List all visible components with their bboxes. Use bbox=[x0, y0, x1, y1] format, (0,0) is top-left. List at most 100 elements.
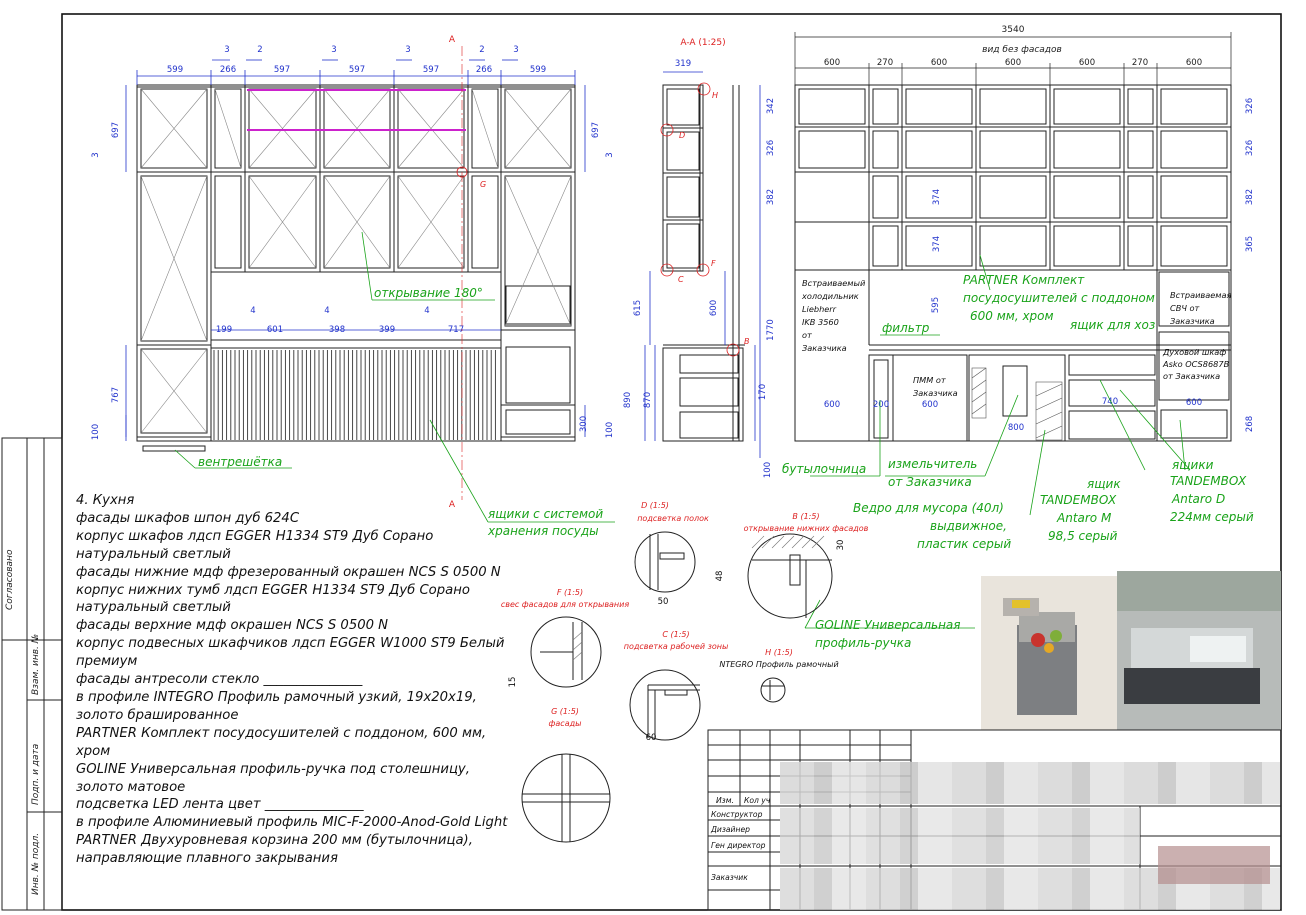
svg-text:Кол уч: Кол уч bbox=[744, 796, 771, 805]
opening-diagonals bbox=[140, 88, 572, 434]
svg-text:от Заказчика: от Заказчика bbox=[1163, 371, 1220, 381]
svg-text:Встраиваемая: Встраиваемая bbox=[1170, 290, 1231, 300]
section-title: A-A (1:25) bbox=[680, 38, 725, 48]
svg-text:C (1:5): C (1:5) bbox=[662, 630, 689, 639]
note-line: направляющие плавного закрывания bbox=[76, 851, 338, 867]
svg-text:399: 399 bbox=[379, 325, 395, 335]
label-partner-2: посудосушителей с поддоном bbox=[963, 291, 1155, 305]
svg-text:599: 599 bbox=[167, 65, 183, 75]
label-tandem-d-2: TANDEMBOX bbox=[1170, 474, 1247, 488]
photo-drawer bbox=[1117, 571, 1281, 730]
svg-text:3: 3 bbox=[513, 45, 518, 55]
svg-text:382: 382 bbox=[766, 189, 776, 205]
redacted-logo bbox=[1158, 846, 1270, 884]
svg-text:IKB 3560: IKB 3560 bbox=[802, 317, 839, 327]
svg-text:100: 100 bbox=[605, 422, 615, 438]
svg-text:3: 3 bbox=[91, 152, 101, 157]
svg-text:597: 597 bbox=[423, 65, 439, 75]
svg-text:597: 597 bbox=[274, 65, 290, 75]
svg-text:1770: 1770 bbox=[766, 319, 776, 341]
svg-text:48: 48 bbox=[715, 571, 725, 582]
svg-text:600: 600 bbox=[1186, 58, 1202, 68]
svg-text:ПММ от: ПММ от bbox=[913, 375, 946, 385]
sidebar-agreed: Согласовано bbox=[5, 549, 15, 610]
section-marks: H D G C F B bbox=[480, 91, 750, 346]
svg-text:Asko OCS8687B: Asko OCS8687B bbox=[1162, 359, 1230, 369]
svg-text:свес фасадов для открывания: свес фасадов для открывания bbox=[501, 600, 630, 609]
svg-text:266: 266 bbox=[476, 65, 492, 75]
sidebar-sign: Подп. и дата bbox=[31, 744, 41, 805]
detail-captions: D (1:5) подсветка полок B (1:5) открыван… bbox=[501, 501, 869, 728]
svg-text:326: 326 bbox=[1245, 98, 1255, 114]
rv-col-dims: 600 270 600 600 600 270 600 bbox=[824, 58, 1202, 68]
svg-text:170: 170 bbox=[758, 384, 768, 400]
svg-text:открывание нижних фасадов: открывание нижних фасадов bbox=[744, 524, 869, 533]
svg-text:подсветка рабочей зоны: подсветка рабочей зоны bbox=[624, 642, 729, 651]
label-drawers-1: ящики с системой bbox=[488, 507, 603, 521]
svg-text:767: 767 bbox=[111, 387, 121, 403]
note-line: фасады антресоли стекло _______________ bbox=[76, 672, 363, 688]
svg-text:C: C bbox=[678, 275, 684, 284]
svg-text:Liebherr: Liebherr bbox=[802, 304, 837, 314]
svg-text:4: 4 bbox=[324, 306, 329, 316]
rv-carcass bbox=[794, 84, 1232, 442]
label-partner-3: 600 мм, хром bbox=[970, 309, 1054, 323]
svg-text:H: H bbox=[712, 91, 718, 100]
svg-text:Заказчик: Заказчик bbox=[711, 873, 748, 882]
svg-text:601: 601 bbox=[267, 325, 283, 335]
note-line: золото брашированное bbox=[76, 707, 239, 723]
note-line: натуральный светлый bbox=[76, 546, 231, 562]
svg-text:B (1:5): B (1:5) bbox=[792, 512, 819, 521]
front-elevation bbox=[136, 84, 576, 452]
photo-bin bbox=[981, 576, 1117, 730]
rv-caption: вид без фасадов bbox=[982, 45, 1062, 55]
detail-h-note: NTEGRO Профиль рамочный bbox=[719, 660, 838, 669]
mark-g-circle bbox=[456, 166, 468, 178]
svg-text:подсветка полок: подсветка полок bbox=[637, 514, 709, 523]
svg-text:Заказчика: Заказчика bbox=[913, 388, 958, 398]
note-line: в профиле INTEGRO Профиль рамочный узкий… bbox=[76, 689, 477, 705]
note-line: корпус подвесных шкафчиков лдсп EGGER W1… bbox=[76, 636, 505, 652]
rv-dim-lines bbox=[794, 32, 1232, 85]
detail-circles bbox=[521, 531, 833, 843]
front-dim-text: 599 266 597 597 597 266 599 3 2 3 3 2 3 … bbox=[91, 45, 615, 440]
svg-text:600: 600 bbox=[1005, 58, 1021, 68]
section-mark-circles bbox=[660, 82, 740, 357]
label-filter: фильтр bbox=[882, 321, 930, 335]
svg-text:374: 374 bbox=[932, 236, 942, 252]
svg-text:D: D bbox=[679, 131, 685, 140]
svg-text:740: 740 bbox=[1102, 397, 1118, 407]
svg-text:597: 597 bbox=[349, 65, 365, 75]
note-line: корпус нижних тумб лдсп EGGER H1334 ST9 … bbox=[76, 582, 470, 598]
label-tandem-d-1: ящики bbox=[1172, 458, 1214, 472]
label-tandem-m-2: TANDEMBOX bbox=[1040, 493, 1117, 507]
svg-text:599: 599 bbox=[530, 65, 546, 75]
svg-text:СВЧ от: СВЧ от bbox=[1170, 303, 1200, 313]
note-line: подсветка LED лента цвет _______________ bbox=[76, 797, 364, 813]
front-dims bbox=[125, 59, 586, 441]
green-labels: открывание 180° вентрешётка ящики с сист… bbox=[198, 273, 1254, 650]
sidebar-inv: Инв. № подл. bbox=[31, 833, 41, 895]
svg-text:D (1:5): D (1:5) bbox=[641, 501, 669, 510]
label-tandem-d-3: Antaro D bbox=[1171, 492, 1225, 506]
svg-text:холодильник: холодильник bbox=[801, 291, 859, 301]
svg-text:600: 600 bbox=[1186, 398, 1202, 408]
notes-block: 4. Кухня фасады шкафов шпон дуб 624C кор… bbox=[76, 492, 536, 868]
svg-text:398: 398 bbox=[329, 325, 345, 335]
svg-text:600: 600 bbox=[1079, 58, 1095, 68]
svg-text:3: 3 bbox=[224, 45, 229, 55]
svg-text:4: 4 bbox=[250, 306, 255, 316]
rv-total: 3540 bbox=[1002, 25, 1025, 35]
svg-text:270: 270 bbox=[877, 58, 893, 68]
left-stamp bbox=[1, 437, 63, 911]
section-dims bbox=[644, 71, 761, 458]
svg-text:890: 890 bbox=[623, 392, 633, 408]
label-tandem-m-3: Antaro M bbox=[1056, 511, 1112, 525]
note-line: натуральный светлый bbox=[76, 600, 231, 616]
svg-text:2: 2 bbox=[479, 45, 484, 55]
svg-text:326: 326 bbox=[1245, 140, 1255, 156]
svg-text:600: 600 bbox=[931, 58, 947, 68]
svg-text:Ген директор: Ген директор bbox=[711, 841, 766, 850]
note-line: 4. Кухня bbox=[76, 493, 135, 508]
svg-text:595: 595 bbox=[931, 297, 941, 313]
